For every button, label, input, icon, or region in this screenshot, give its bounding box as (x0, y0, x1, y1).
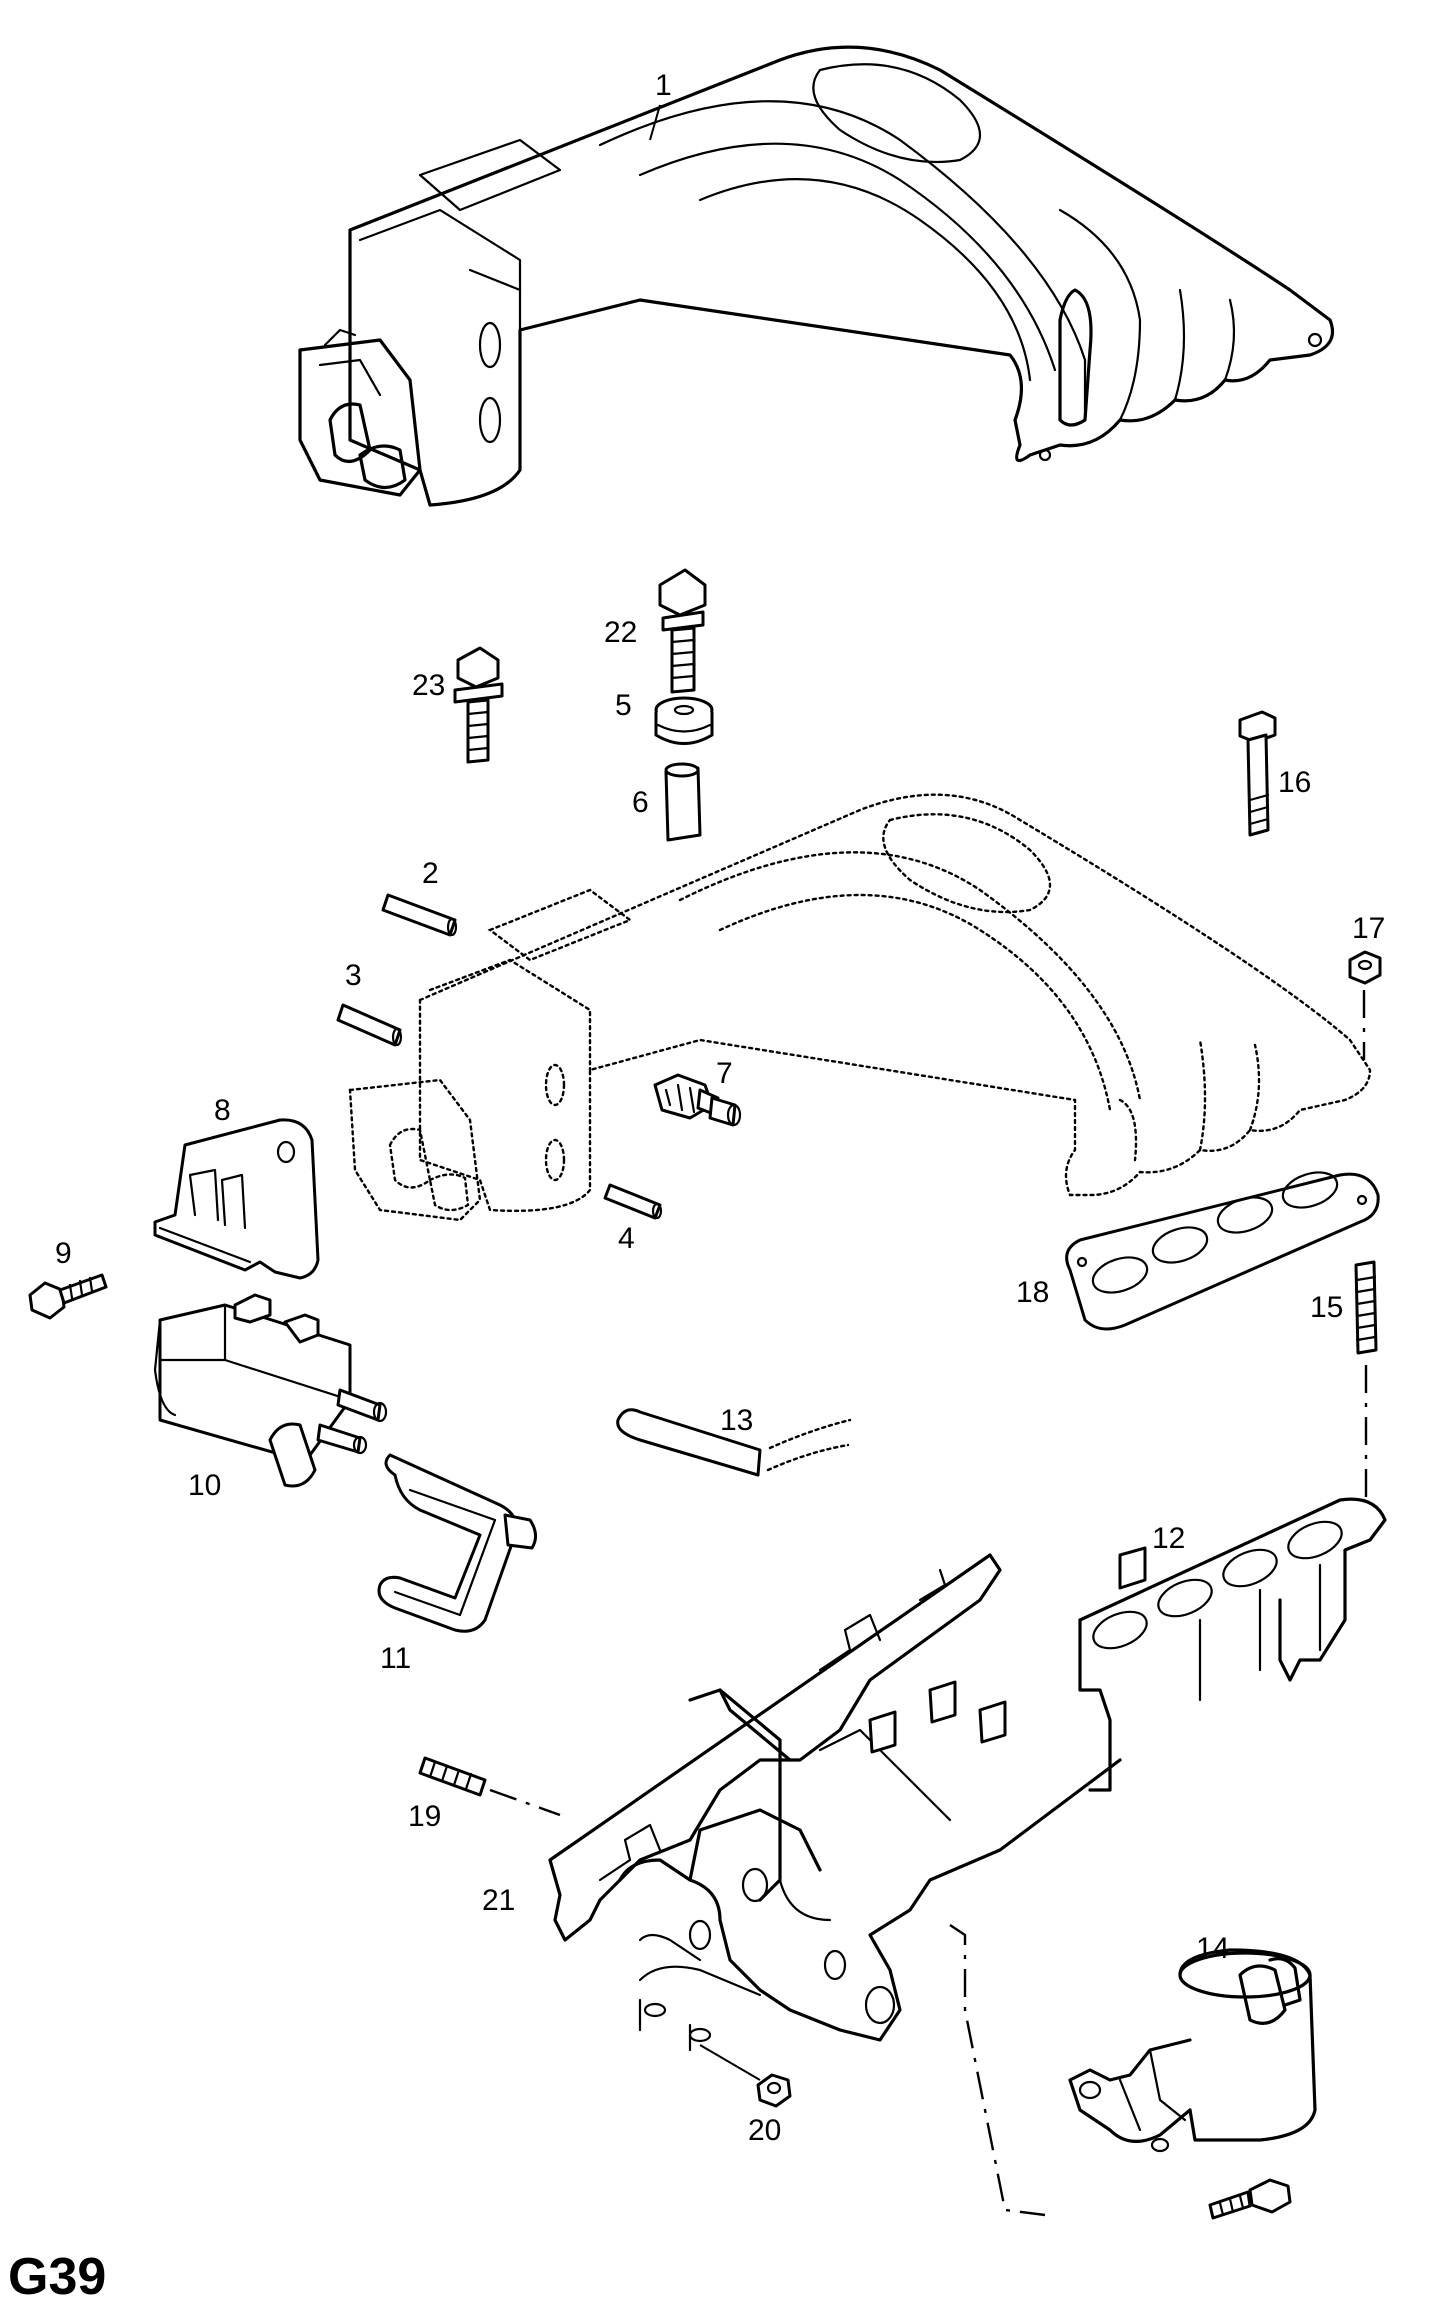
part-5-grommet (654, 696, 714, 745)
callout-8: 8 (214, 1094, 231, 1127)
assembly-line-21-14 (949, 1924, 1046, 2217)
callout-19: 19 (408, 1800, 441, 1833)
part-1-assembly-ghost-outline (348, 793, 1372, 1222)
callout-14: 14 (1196, 1932, 1229, 1965)
callout-15: 15 (1310, 1291, 1343, 1324)
part-17-nut (1348, 950, 1382, 985)
part-7-sensor (653, 1073, 742, 1127)
callout-6: 6 (632, 786, 649, 819)
callout-1: 1 (655, 69, 672, 102)
leader-20 (699, 2044, 761, 2081)
part-12-lower-intake-manifold (1078, 1497, 1387, 1792)
part-9-bolt (28, 1273, 108, 1320)
part-11-hose (377, 1453, 537, 1633)
assembly-line-19-21 (489, 1788, 561, 1817)
callout-2: 2 (422, 857, 439, 890)
callout-7: 7 (716, 1057, 733, 1090)
part-20-nut (756, 2073, 792, 2108)
part-23-bolt (453, 646, 504, 764)
callout-3: 3 (345, 959, 362, 992)
callout-18: 18 (1016, 1276, 1049, 1309)
diagram-code: G39 (8, 2248, 106, 2306)
part-14-egr-valve (1068, 1948, 1317, 2153)
callout-13: 13 (720, 1404, 753, 1437)
callout-5: 5 (615, 689, 632, 722)
callout-9: 9 (55, 1237, 72, 1270)
part-3-pin (336, 1003, 403, 1047)
part-8-bracket (153, 1118, 320, 1280)
callout-10: 10 (188, 1469, 221, 1502)
callout-12: 12 (1152, 1522, 1185, 1555)
callout-11: 11 (380, 1642, 411, 1675)
part-21-exhaust-manifold (548, 1553, 1122, 2052)
part-16-stud-bolt (1238, 710, 1277, 837)
part-19-stud (418, 1756, 487, 1797)
callout-23: 23 (412, 669, 445, 702)
part-18-gasket (1065, 1171, 1380, 1331)
callout-22: 22 (604, 616, 637, 649)
part-10-solenoid-valve (153, 1293, 388, 1488)
part-15-stud (1354, 1260, 1378, 1355)
callout-17: 17 (1352, 912, 1385, 945)
part-4-pin (603, 1183, 663, 1220)
egr-bolt (1208, 2178, 1292, 2220)
callout-21: 21 (482, 1884, 515, 1917)
leader-1 (649, 104, 661, 141)
part-6-sleeve (664, 762, 702, 842)
callout-16: 16 (1278, 766, 1311, 799)
part-2-pin (381, 893, 458, 937)
part-1-upper-intake-manifold (298, 45, 1335, 507)
callout-20: 20 (748, 2114, 781, 2147)
part-13-hose (616, 1408, 852, 1477)
callout-4: 4 (618, 1222, 635, 1255)
part-22-bolt (658, 568, 707, 694)
